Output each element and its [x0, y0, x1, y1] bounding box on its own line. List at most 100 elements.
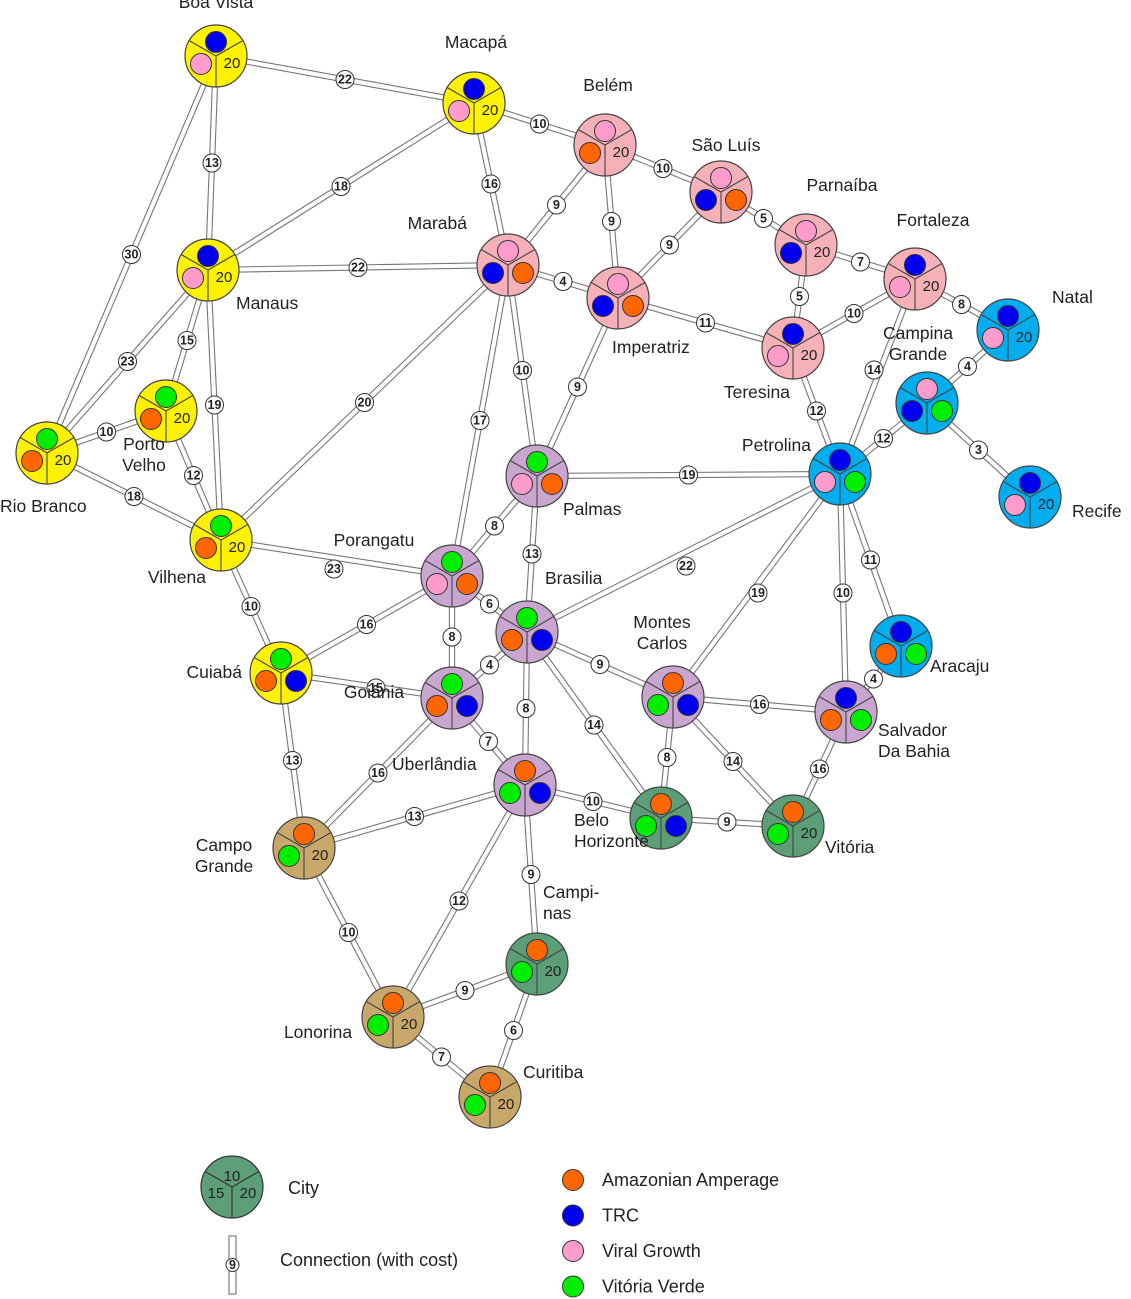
city-label-macapa: Macapá	[445, 32, 508, 52]
connection-brasilia-belo_horizonte[interactable]: 14	[524, 630, 664, 820]
connection-imperatriz-palmas[interactable]: 9	[534, 296, 621, 478]
city-recife[interactable]: 20	[998, 465, 1062, 529]
station-vit-ria-verde	[155, 386, 177, 408]
connection-cost: 10	[836, 586, 850, 600]
connection-cost-badge: 9	[717, 812, 737, 832]
connection-petrolina-salvador[interactable]: 10	[833, 473, 853, 713]
city-lonorina[interactable]: 20	[361, 985, 425, 1049]
connection-uberlandia-campo_grande[interactable]: 13	[303, 781, 526, 852]
station-trc	[285, 670, 307, 692]
connection-fortaleza-petrolina[interactable]: 14	[837, 277, 918, 476]
city-label-imperatriz: Imperatriz	[612, 337, 690, 357]
city-belem[interactable]: 20	[573, 113, 637, 177]
city-label-cuiaba: Cuiabá	[187, 662, 243, 682]
connection-cost-badge: 16	[357, 615, 376, 634]
city-palmas[interactable]	[505, 444, 569, 508]
connection-vilhena-porangatu[interactable]: 23	[220, 536, 453, 580]
legend-company-trc: TRC	[562, 1204, 639, 1227]
connection-cost-badge: 5	[754, 209, 773, 228]
connection-manaus-rio_branco[interactable]: 23	[44, 267, 211, 456]
city-boa_vista[interactable]: 20	[184, 24, 248, 88]
city-petrolina[interactable]	[808, 442, 872, 506]
connection-maraba-palmas[interactable]: 10	[504, 264, 541, 477]
city-slot-cost: 20	[216, 269, 233, 286]
connection-manaus-vilhena[interactable]: 19	[204, 269, 225, 541]
connection-cost: 16	[371, 766, 385, 780]
connection-cost-badge: 4	[480, 655, 499, 675]
connection-vilhena-maraba[interactable]: 20	[218, 262, 511, 543]
city-belo_horizonte[interactable]	[629, 786, 693, 850]
connection-boa_vista-rio_branco[interactable]: 30	[44, 54, 219, 455]
station-amazonian-amperage	[725, 189, 747, 211]
city-goiania[interactable]	[420, 666, 484, 730]
connection-cost: 9	[724, 815, 731, 829]
connection-cost: 12	[877, 431, 891, 445]
city-natal[interactable]: 20	[976, 298, 1040, 362]
city-porangatu[interactable]	[420, 544, 484, 608]
city-campina_grande[interactable]	[895, 371, 959, 435]
connection-manaus-maraba[interactable]: 22	[207, 258, 509, 277]
city-macapa[interactable]: 20	[442, 71, 506, 135]
connection-palmas-petrolina[interactable]: 19	[536, 465, 841, 485]
connection-boa_vista-manaus[interactable]: 13	[202, 55, 222, 271]
station-trc	[482, 262, 504, 284]
city-imperatriz[interactable]	[586, 266, 650, 330]
city-uberlandia[interactable]	[493, 753, 557, 817]
connection-cost-badge: 9	[521, 865, 541, 884]
connection-petrolina-montes_carlos[interactable]: 19	[670, 472, 843, 699]
connection-cost: 8	[449, 630, 456, 644]
station-trc	[901, 400, 923, 422]
city-aracaju[interactable]	[869, 614, 933, 678]
connection-rio_branco-vilhena[interactable]: 18	[45, 450, 223, 543]
connection-cost-badge: 4	[553, 272, 573, 291]
connection-cost: 18	[334, 179, 348, 193]
connection-petrolina-brasilia[interactable]: 22	[525, 471, 842, 635]
city-label-palmas: Palmas	[563, 499, 622, 519]
connection-porangatu-cuiaba[interactable]: 16	[279, 573, 454, 676]
city-manaus[interactable]: 20	[176, 238, 240, 302]
city-teresina[interactable]: 20	[761, 316, 825, 380]
connection-uberlandia-lonorina[interactable]: 12	[390, 783, 528, 1019]
connection-cost: 10	[100, 425, 114, 439]
city-brasilia[interactable]	[495, 600, 559, 664]
city-salvador[interactable]	[814, 680, 878, 744]
city-campinas[interactable]: 20	[505, 932, 569, 996]
station-trc	[665, 815, 687, 837]
station-amazonian-amperage	[479, 1072, 501, 1094]
connection-cost-badge: 5	[790, 287, 809, 306]
connection-cost-badge: 12	[184, 466, 203, 485]
city-porto_velho[interactable]: 20	[134, 379, 198, 443]
connection-cost-badge: 7	[479, 732, 498, 751]
city-vitoria[interactable]: 20	[761, 794, 825, 858]
city-campo_grande[interactable]: 20	[272, 816, 336, 880]
connection-cost: 4	[486, 658, 493, 672]
city-curitiba[interactable]: 20	[458, 1065, 522, 1129]
connection-campo_grande-lonorina[interactable]: 10	[301, 846, 396, 1019]
city-montes_carlos[interactable]	[641, 665, 705, 729]
city-fortaleza[interactable]: 20	[883, 247, 947, 311]
station-vit-ria-verde	[441, 551, 463, 573]
city-rio_branco[interactable]: 20	[15, 421, 79, 485]
connection-goiania-campo_grande[interactable]: 16	[301, 695, 455, 851]
station-amazonian-amperage	[820, 709, 842, 731]
connection-cost: 19	[682, 468, 696, 482]
connection-cost-badge: 10	[97, 422, 116, 442]
city-parnaiba[interactable]: 20	[774, 213, 838, 277]
connection-cost: 12	[452, 894, 466, 908]
city-sao_luis[interactable]	[689, 160, 753, 224]
station-vit-ria-verde	[464, 1094, 486, 1116]
connection-cost: 8	[523, 701, 530, 715]
connection-macapa-manaus[interactable]: 18	[206, 100, 476, 273]
connection-cost: 7	[438, 1050, 445, 1064]
city-maraba[interactable]	[476, 233, 540, 297]
city-vilhena[interactable]: 20	[189, 508, 253, 572]
connection-cost: 10	[847, 306, 861, 320]
connection-maraba-porangatu[interactable]: 17	[448, 264, 512, 577]
connection-boa_vista-macapa[interactable]: 22	[215, 52, 475, 107]
city-cuiaba[interactable]	[249, 641, 313, 705]
city-name-line: Recife	[1072, 501, 1122, 521]
city-name-line: Uberlândia	[392, 754, 477, 774]
station-viral-growth	[889, 276, 911, 298]
